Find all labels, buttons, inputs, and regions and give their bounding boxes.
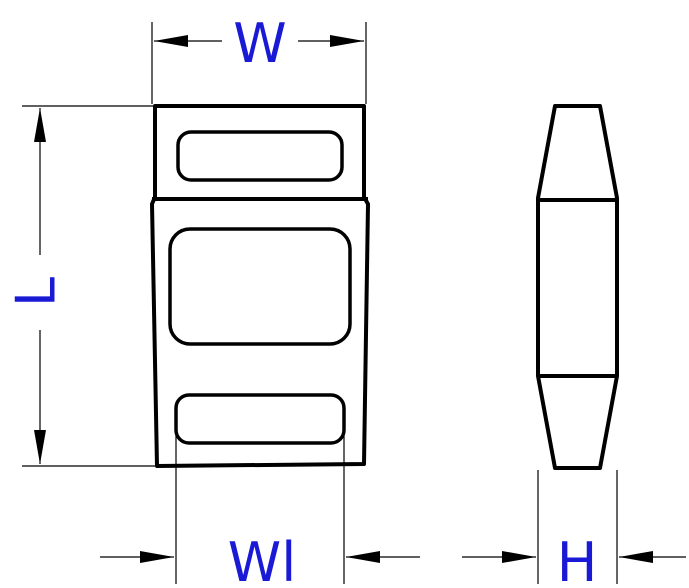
length-label: L <box>5 277 68 307</box>
bottom-slot <box>174 393 346 445</box>
inner-width-dimension <box>100 420 420 584</box>
buckle-outline <box>150 104 370 468</box>
side-profile-outline <box>536 104 619 470</box>
inner-width-label: Wl <box>228 531 296 588</box>
top-slot <box>176 130 344 182</box>
height-dimension <box>462 470 686 584</box>
front-view <box>150 104 370 468</box>
height-label: H <box>557 531 598 588</box>
length-dimension <box>22 105 155 467</box>
side-view <box>536 104 619 470</box>
width-dimension <box>151 22 367 104</box>
width-label: W <box>233 12 286 75</box>
center-window <box>168 227 352 346</box>
